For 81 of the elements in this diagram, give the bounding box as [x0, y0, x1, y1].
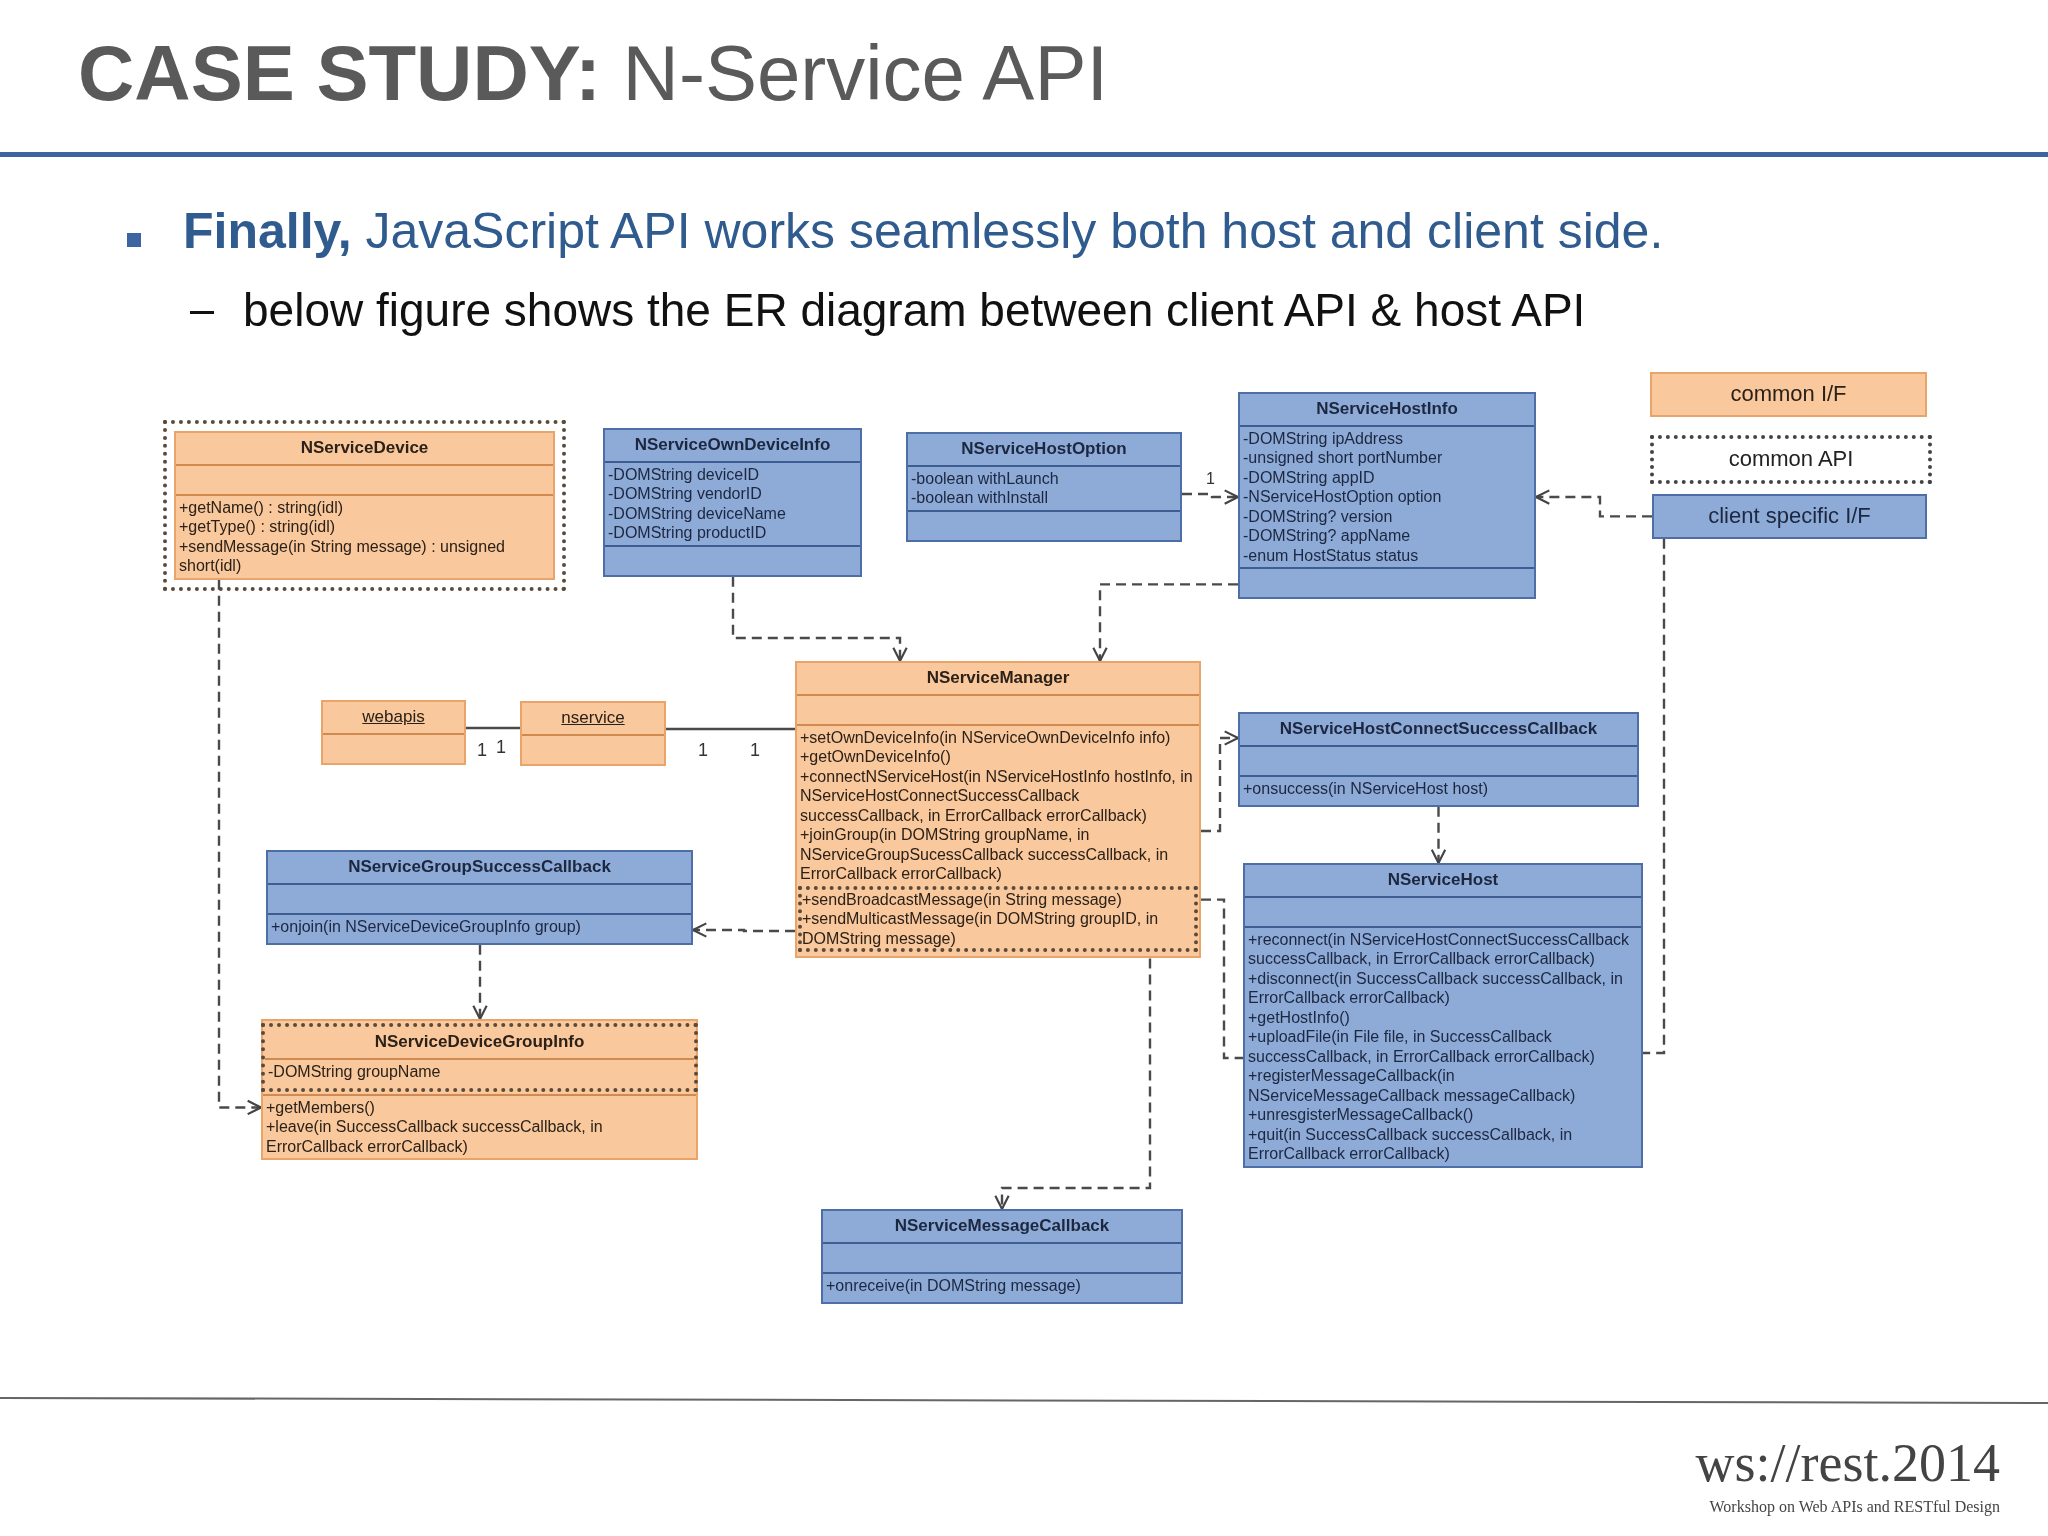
method-text: +unresgisterMessageCallback(): [1248, 1105, 1475, 1125]
dependency-arrow: [994, 958, 1152, 1211]
method-text: +registerMessageCallback(in NServiceMessageCallback messageCallback): [1248, 1066, 1577, 1106]
class-name: NServiceDeviceGroupInfo: [373, 1031, 586, 1053]
method-text: +getName() : string(idl): [179, 497, 345, 518]
method-text: +onreceive(in DOMString message): [826, 1275, 1082, 1296]
method-text: +onjoin(in NServiceDeviceGroupInfo group): [271, 916, 582, 937]
class-box: [906, 432, 1182, 542]
slide-title: CASE STUDY: N-Service API: [78, 28, 1109, 119]
bullet-text: Finally, JavaScript API works seamlessly both host and client side.: [183, 202, 1664, 260]
dependency-arrow: [1182, 489, 1240, 505]
attribute-text: -enum HostStatus status: [1243, 545, 1420, 566]
multiplicity-label: 1: [750, 740, 760, 761]
attribute-text: -unsigned short portNumber: [1243, 448, 1444, 468]
class-box: [1243, 863, 1643, 1168]
class-box: [266, 850, 693, 945]
class-name: NServiceGroupSuccessCallback: [347, 856, 612, 878]
workshop-name: ws://rest.2014: [1695, 1432, 2000, 1494]
attribute-text: -boolean withLaunch: [911, 468, 1060, 489]
method-text: +uploadFile(in File file, in SuccessCallback successCallback, in ErrorCallback errorCallback): [1248, 1027, 1596, 1067]
class-name: NServiceManager: [925, 667, 1071, 689]
legend-text: common API: [1727, 445, 1855, 473]
attribute-text: -DOMString deviceName: [608, 503, 787, 524]
dependency-arrow: [1201, 730, 1240, 833]
method-text: +sendMessage(in String message) : unsigned short(idl): [179, 536, 506, 576]
method-text: +connectNServiceHost(in NServiceHostInfo hostInfo, in NServiceHostConnectSuccessCallback successCallback, in ErrorCallback errorCallback): [800, 766, 1194, 826]
class-name: NServiceHostConnectSuccessCallback: [1278, 718, 1599, 740]
method-text: +leave(in SuccessCallback successCallback, in ErrorCallback errorCallback): [266, 1117, 604, 1157]
dependency-arrow: [472, 944, 488, 1021]
dependency-arrow: [731, 576, 908, 663]
method-text: +getMembers(): [266, 1097, 376, 1118]
method-text: +sendBroadcastMessage(in String message): [802, 889, 1123, 910]
class-box: [261, 1019, 698, 1161]
multiplicity-label: 1: [698, 740, 708, 761]
object-box: [321, 700, 466, 765]
attribute-text: -DOMString ipAddress: [1243, 428, 1405, 449]
workshop-subtitle: Workshop on Web APIs and RESTful Design: [1709, 1498, 2000, 1516]
attribute-text: -DOMString vendorID: [608, 484, 763, 504]
legend-box: [1650, 435, 1932, 484]
legend-box: [1650, 372, 1927, 417]
object-name: nservice: [560, 707, 626, 729]
legend-box: [1652, 494, 1927, 539]
object-box: [520, 701, 666, 766]
class-name: NServiceHost: [1386, 869, 1500, 891]
class-name: NServiceHostOption: [960, 438, 1128, 460]
attribute-text: -boolean withInstall: [911, 488, 1049, 508]
attribute-text: -DOMString? version: [1243, 506, 1394, 527]
attribute-text: -DOMString appID: [1243, 467, 1376, 488]
method-text: +quit(in SuccessCallback successCallback, in ErrorCallback errorCallback): [1248, 1124, 1574, 1164]
legend-text: common I/F: [1729, 380, 1848, 408]
dependency-arrow: [217, 579, 263, 1116]
class-box: [603, 428, 862, 577]
attribute-text: -DOMString? appName: [1243, 526, 1412, 546]
legend-text: client specific I/F: [1707, 502, 1872, 530]
method-text: +getHostInfo(): [1248, 1007, 1351, 1028]
method-text: +reconnect(in NServiceHostConnectSuccessCallback successCallback, in ErrorCallback errorCallback): [1248, 929, 1631, 969]
attribute-text: -NServiceHostOption option: [1243, 487, 1443, 507]
attribute-text: -DOMString deviceID: [608, 464, 761, 485]
class-box: [821, 1209, 1183, 1304]
class-box: [1238, 712, 1639, 807]
attribute-text: -DOMString productID: [608, 523, 768, 543]
method-text: +sendMulticastMessage(in DOMString groupID, in DOMString message): [802, 909, 1160, 949]
method-text: +setOwnDeviceInfo(in NServiceOwnDeviceInfo info): [800, 727, 1172, 748]
class-name: NServiceOwnDeviceInfo: [633, 434, 832, 456]
class-box: [1238, 392, 1536, 600]
object-name: webapis: [361, 706, 426, 728]
class-name: NServiceDevice: [299, 437, 430, 459]
dependency-arrow: [1092, 583, 1238, 663]
class-name: NServiceHostInfo: [1315, 398, 1459, 420]
class-box: [795, 661, 1201, 959]
attribute-text: -DOMString groupName: [268, 1061, 442, 1082]
class-name: NServiceMessageCallback: [893, 1215, 1111, 1237]
method-text: +getOwnDeviceInfo(): [800, 747, 952, 767]
method-text: +getType() : string(idl): [179, 517, 337, 537]
multiplicity-label: 1: [496, 737, 506, 758]
sub-bullet-text: below figure shows the ER diagram between client API & host API: [243, 283, 1586, 337]
multiplicity-label: 1: [477, 740, 487, 761]
dependency-arrow: [1430, 806, 1447, 865]
method-text: +onsuccess(in NServiceHost host): [1243, 778, 1489, 799]
method-text: +disconnect(in SuccessCallback successCallback, in ErrorCallback errorCallback): [1248, 968, 1624, 1008]
method-text: +joinGroup(in DOMString groupName, in NServiceGroupSucessCallback successCallback, in ErrorCallback errorCallback): [800, 825, 1170, 884]
